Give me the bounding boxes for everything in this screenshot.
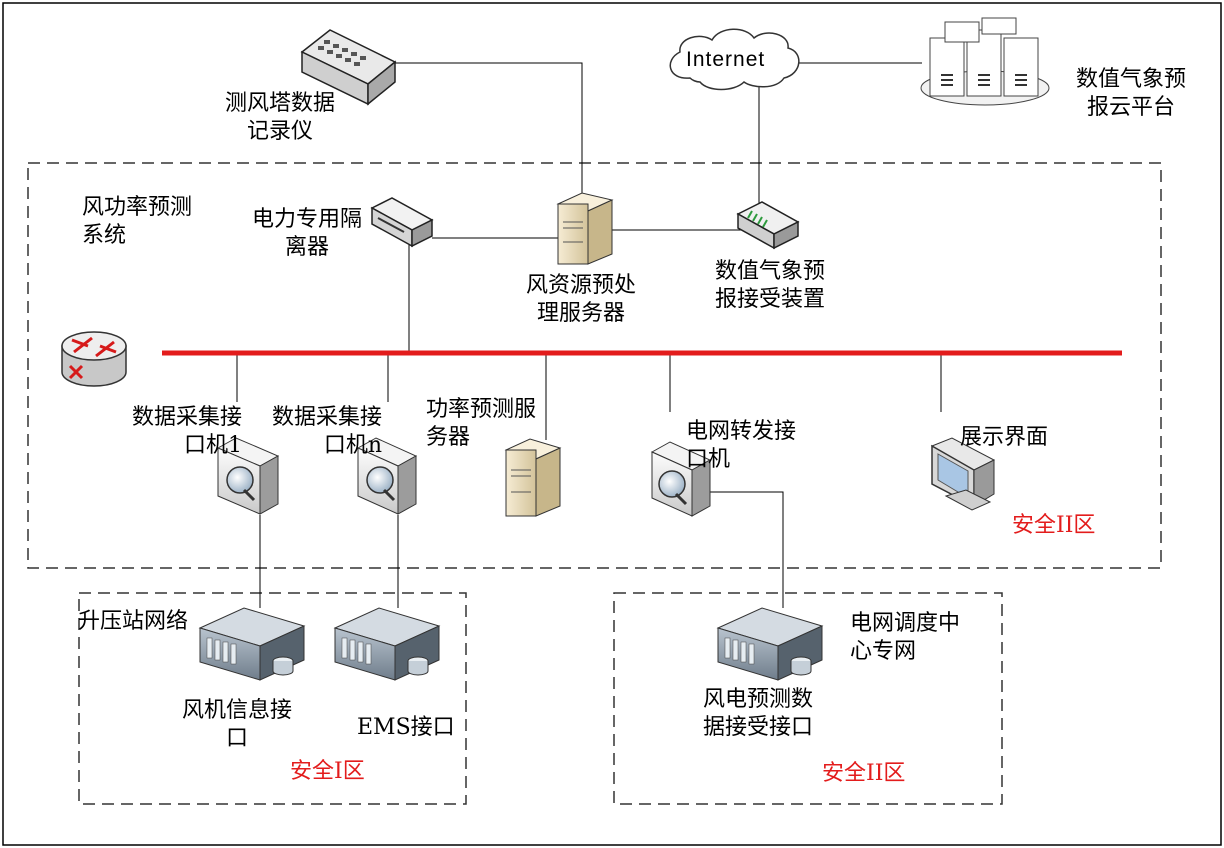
zone-dispatch-center [613, 592, 1003, 805]
data-logger-label: 测风塔数据 记录仪 [224, 91, 335, 144]
nwp-receiver-icon [736, 201, 800, 250]
zone-security-2-main-label: 安全II区 [1012, 513, 1096, 538]
cloud-platform-label: 数值气象预 报云平台 [1075, 67, 1186, 120]
link-grid-forward-to-dispatch [708, 491, 784, 608]
nwp-receiver-label: 数值气象预 报接受装置 [714, 259, 825, 312]
isolator-label: 电力专用隔 离器 [251, 207, 362, 260]
forecast-data-interface-label: 风电预测数 据接受接口 [702, 687, 813, 740]
zone-security-2-dispatch-label: 安全II区 [822, 761, 906, 786]
zone-security-1-label: 安全I区 [290, 759, 365, 784]
acq-interface-n-label: 数据采集接 口机n [271, 405, 382, 458]
turbine-info-interface-label: 风机信息接 口 [181, 698, 292, 751]
router-icon [61, 331, 127, 387]
isolator-icon [370, 197, 434, 248]
forecast-system-label: 风功率预测 系统 [82, 195, 193, 248]
preprocess-server-icon [556, 192, 614, 265]
forecast-data-server-icon [716, 607, 824, 681]
zone-booster-station [78, 592, 467, 805]
acq-interface-n-icon [356, 437, 418, 515]
internet-label: Internet [686, 48, 766, 71]
grid-forward-interface-icon [650, 441, 712, 517]
display-label: 展示界面 [960, 425, 1049, 450]
acq-interface-1-label: 数据采集接 口机1 [131, 405, 242, 458]
data-logger-icon [300, 29, 397, 106]
cloud-servers-icon [920, 17, 1050, 106]
zone-forecast-system [27, 162, 1162, 569]
monitor-icon [930, 437, 996, 511]
dispatch-network-label: 电网调度中 心专网 [850, 611, 961, 664]
forecast-server-icon [504, 438, 562, 517]
acq-interface-1-icon [216, 437, 280, 515]
link-tower-to-preprocess [395, 62, 583, 195]
booster-network-label: 升压站网络 [78, 609, 189, 634]
grid-forward-interface-label: 电网转发接 口机 [686, 419, 797, 472]
preprocess-server-label: 风资源预处 理服务器 [525, 273, 636, 326]
ems-server-icon [333, 607, 441, 681]
ems-interface-label: EMS接口 [357, 715, 455, 740]
turbine-info-server-icon [198, 607, 306, 681]
internet-cloud-icon [669, 28, 800, 91]
forecast-server-label: 功率预测服 务器 [426, 397, 537, 450]
connection-lines [236, 62, 942, 608]
